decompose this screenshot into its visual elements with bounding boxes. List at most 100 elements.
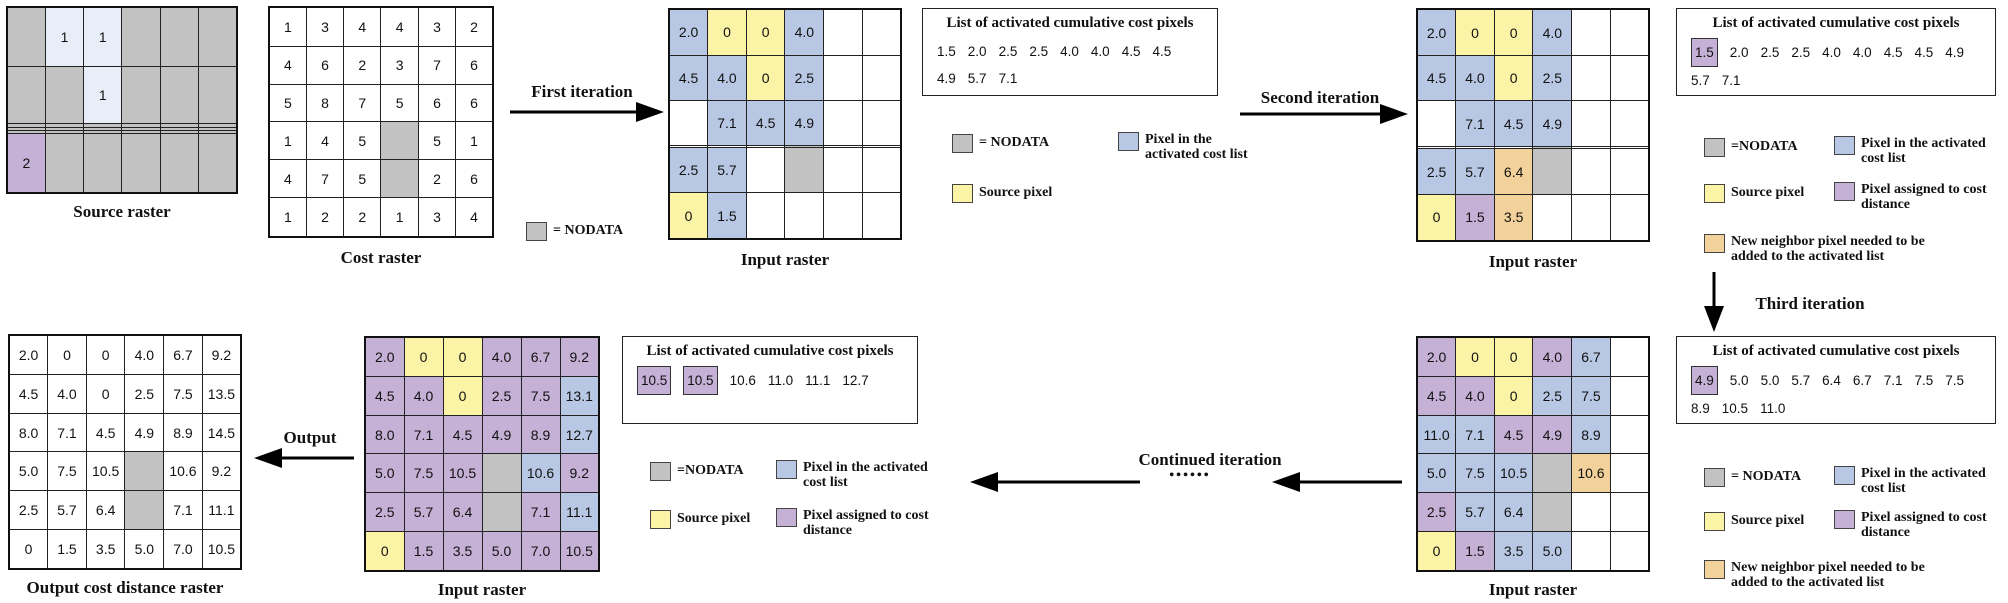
grid-cell: 0 (47, 334, 87, 376)
grid-cell (784, 192, 825, 240)
list-value: 4.5 (1121, 44, 1141, 59)
nodata-swatch (1704, 138, 1725, 157)
grid-cell: 4.0 (1532, 336, 1573, 378)
grid-cell (1609, 148, 1650, 195)
grid-cell: 1.5 (707, 192, 747, 240)
grid-cell: 7.1 (403, 414, 444, 455)
list-value: 7.1 (1721, 73, 1741, 88)
grid-cell: 11.1 (559, 492, 600, 532)
list-value: 4.9 (937, 71, 956, 86)
list-value: 2.0 (967, 44, 987, 59)
legend-block-4: =NODATA Pixel in the activated cost list… (650, 460, 970, 550)
grid-cell: 7.1 (707, 99, 747, 146)
grid-cell: 6 (455, 83, 494, 123)
grid-cell: 2 (343, 197, 382, 238)
list-value: 4.5 (1152, 44, 1172, 59)
grid-cell (861, 192, 902, 240)
grid-cell: 9.2 (559, 336, 600, 378)
grid-cell: 7.1 (47, 412, 87, 453)
grid-cell: 4.9 (1532, 414, 1573, 455)
list-value: 6.4 (1822, 373, 1841, 388)
grid-cell: 6.7 (520, 336, 561, 378)
grid-cell (1609, 492, 1650, 532)
activated-list-title: List of activated cumulative cost pixels (646, 343, 894, 359)
grid-cell (380, 121, 419, 161)
continued-dots: •••••• (1169, 468, 1211, 483)
nodata-label: = NODATA (979, 135, 1050, 150)
grid-cell: 0 (403, 336, 444, 378)
grid-cell: 1 (268, 197, 307, 238)
activated-list-title: List of activated cumulative cost pixels (946, 15, 1194, 31)
grid-cell (1609, 193, 1650, 242)
grid-cell (1609, 55, 1650, 102)
grid-cell (784, 147, 825, 194)
grid-cell: 3.5 (1493, 530, 1534, 572)
grid-cell (823, 147, 863, 194)
grid-cell: 0 (8, 528, 49, 570)
list-value: 10.5 (637, 366, 672, 395)
grid-cell (1416, 100, 1457, 147)
grid-cell: 5.7 (1455, 492, 1495, 532)
grid-cell: 6.4 (1493, 492, 1534, 532)
grid-cell: 9.2 (559, 453, 600, 494)
grid-cell: 5.0 (1532, 530, 1573, 572)
grid-cell: 4.5 (442, 414, 483, 455)
output-label: Output (283, 428, 337, 447)
input-raster-2-caption: Input raster (1488, 252, 1578, 271)
list-value: 6.7 (1852, 373, 1872, 388)
grid-cell: 5.0 (124, 528, 165, 570)
activated-list-second: List of activated cumulative cost pixels… (1676, 8, 1996, 96)
grid-cell: 2.0 (1416, 336, 1457, 378)
list-value: 2.5 (1791, 45, 1811, 60)
nodata-label: = NODATA (1731, 469, 1802, 484)
grid-cell: 7.5 (520, 376, 561, 416)
list-value: 4.0 (1852, 45, 1872, 60)
grid-cell: 4.9 (784, 99, 825, 146)
grid-cell: 8.9 (163, 412, 203, 453)
grid-cell (1609, 453, 1650, 494)
grid-cell: 4.9 (1532, 100, 1573, 147)
grid-cell: 1.5 (403, 530, 444, 572)
grid-cell: 0 (442, 376, 483, 416)
grid-cell: 7.5 (403, 453, 444, 494)
list-value: 2.0 (1729, 45, 1749, 60)
grid-cell: 0 (1493, 8, 1534, 57)
grid-cell: 4 (455, 197, 494, 238)
second-iteration-arrow (1240, 104, 1408, 124)
grid-cell: 4.0 (403, 376, 444, 416)
grid-cell (745, 192, 786, 240)
grid-cell: 0 (1493, 55, 1534, 102)
list-value: 4.0 (1090, 44, 1110, 59)
grid-cell: 1 (268, 121, 307, 161)
grid-cell: 6.7 (163, 334, 203, 376)
assigned-label: Pixel assigned to cost distance (1861, 182, 1987, 212)
grid-cell: 10.5 (85, 451, 126, 492)
grid-cell: 2.0 (8, 334, 49, 376)
grid-cell: 2 (455, 6, 494, 47)
activated-list-title: List of activated cumulative cost pixels (1712, 15, 1960, 31)
grid-cell: 13.1 (559, 376, 600, 416)
nodata-label: =NODATA (1731, 139, 1798, 154)
continued-iteration-arrow-left (970, 472, 1140, 492)
grid-cell: 10.6 (520, 453, 561, 494)
grid-cell: 5.0 (364, 453, 405, 494)
assigned-swatch (1834, 182, 1855, 201)
grid-cell (159, 65, 200, 125)
grid-cell: 5 (343, 159, 382, 199)
grid-cell: 4.5 (668, 54, 709, 101)
